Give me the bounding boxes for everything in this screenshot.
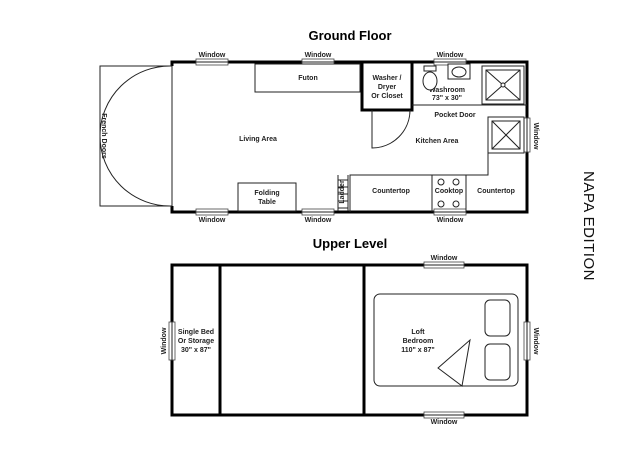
kitchen-counter-outline (349, 117, 489, 212)
svg-text:Window: Window (431, 255, 458, 262)
countertop-left-label: Countertop (372, 188, 410, 195)
loft-bedroom-label-2: Bedroom (403, 338, 434, 345)
futon (254, 63, 361, 93)
folding-table-label-1: Folding (254, 190, 279, 197)
svg-text:Window: Window (437, 52, 464, 59)
svg-text:Window: Window (199, 52, 226, 59)
edition-label: NAPA EDITION (580, 171, 597, 281)
kitchen-swing-door (371, 109, 411, 149)
single-bed-label-1: Single Bed (178, 329, 214, 336)
ground-window-bottom-right: Window (433, 208, 467, 224)
svg-text:Window: Window (199, 217, 226, 224)
upper-window-right: Window (523, 321, 539, 361)
upper-window-bottom: Window (423, 411, 465, 426)
countertop-right-label: Countertop (477, 188, 515, 195)
svg-text:Window: Window (532, 328, 539, 355)
ground-window-right: Window (523, 117, 539, 153)
washroom-sink-icon (447, 63, 471, 80)
ladder-label: Ladder (339, 180, 346, 204)
svg-text:Window: Window (431, 419, 458, 426)
loft-bedroom-label-1: Loft (411, 329, 425, 336)
washer-dryer-label-2: Dryer (378, 84, 397, 91)
toilet-icon (422, 65, 438, 91)
french-doors-label: French Doors (100, 113, 107, 159)
single-bed-label-2: Or Storage (178, 338, 214, 345)
loft-bedroom-size-label: 110" x 87" (401, 347, 435, 354)
single-bed-size-label: 30" x 87" (181, 347, 211, 354)
svg-text:Window: Window (305, 52, 332, 59)
folding-table (237, 182, 297, 212)
living-area-label: Living Area (239, 136, 277, 143)
washer-dryer-closet-wall (360, 63, 414, 112)
ground-floor-title: Ground Floor (308, 28, 391, 43)
kitchen-area-label: Kitchen Area (416, 138, 459, 145)
shower-icon (481, 65, 525, 105)
washer-dryer-label-1: Washer / (373, 75, 402, 82)
upper-window-left: Window (161, 321, 176, 361)
ground-window-top-left: Window (195, 52, 229, 66)
ground-window-top-right: Window (433, 52, 467, 66)
loft-bed-icon (373, 293, 519, 387)
svg-text:Window: Window (161, 327, 168, 354)
upper-level-title: Upper Level (313, 236, 387, 251)
ladder-icon (337, 175, 349, 211)
ground-window-top-middle: Window (301, 52, 335, 66)
cooktop-label: Cooktop (435, 188, 463, 195)
ground-window-bottom-left: Window (195, 208, 229, 224)
ground-window-bottom-middle: Window (301, 208, 335, 224)
washroom-label: Washroom (429, 87, 465, 94)
svg-text:Window: Window (532, 123, 539, 150)
kitchen-sink-icon (487, 116, 525, 154)
french-door-bottom (99, 135, 173, 207)
washer-dryer-label-3: Or Closet (371, 93, 403, 100)
svg-text:Window: Window (305, 217, 332, 224)
washroom-size-label: 73" x 30" (432, 95, 462, 102)
upper-window-top: Window (423, 255, 465, 269)
folding-table-label-2: Table (258, 199, 276, 206)
futon-label: Futon (298, 75, 317, 82)
pocket-door-label: Pocket Door (434, 112, 476, 119)
cooktop-icon (437, 178, 460, 208)
french-door-top (99, 65, 173, 137)
svg-text:Window: Window (437, 217, 464, 224)
